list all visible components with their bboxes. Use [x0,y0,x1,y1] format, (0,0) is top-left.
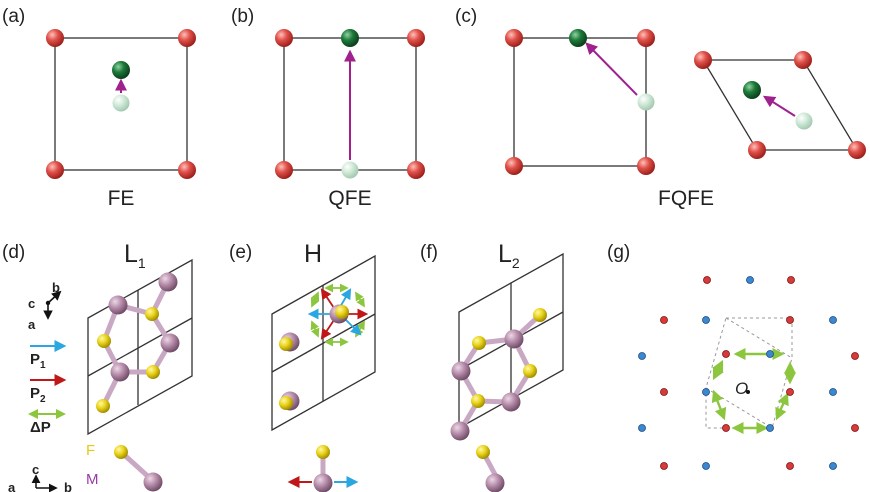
lattice-outline [271,254,376,432]
panel-a-label: (a) [2,6,25,27]
corner-atom [794,51,812,69]
polarization-arrow [762,95,796,117]
corner-atom [407,161,425,179]
axis-c-label: c [28,296,35,311]
origin-dot [746,390,750,394]
corner-atom [407,29,425,47]
original-ion [341,161,359,179]
f-atom [279,337,293,351]
m-atom-side [143,472,163,492]
m-atom [501,392,521,412]
f-atom [96,399,110,413]
f-atom-side [476,445,490,459]
displaced-ion [743,81,761,99]
original-ion [637,93,655,111]
panel-e: (e) H [229,240,376,492]
corner-atom [46,161,64,179]
panel-c-label: (c) [455,6,477,27]
corner-atom [275,29,293,47]
dp-hexagon [711,348,796,434]
displaced-ion [112,61,130,79]
panel-d: L1 [87,240,193,492]
atom-m-label: M [86,471,99,488]
axis-b-arrow [47,290,62,304]
dp-ring [310,283,365,347]
corner-atom [848,141,866,159]
corner-atom [637,157,655,175]
panel-a: (a) FE [2,6,196,210]
panel-e-title: H [304,240,322,268]
blue-sites [638,276,837,470]
lattice-line [87,317,193,377]
f-atom [335,305,349,319]
original-ion [112,94,130,112]
lattice-outline [87,258,193,436]
displaced-ion [341,29,359,47]
panel-a-caption: FE [108,187,135,210]
m-atom-side [485,473,505,492]
f-atom [533,308,547,322]
unit-cell-square [54,37,188,171]
f-atom [523,364,537,378]
corner-atom [505,157,523,175]
panel-c-caption: FQFE [658,187,714,210]
axis2-a-label: a [8,480,16,492]
corner-atom [505,29,523,47]
panel-d-label: (d) [2,242,25,263]
m-atom [158,272,178,292]
m-atom [110,362,130,382]
f-atom [146,365,160,379]
panel-f-title: L2 [498,240,520,271]
red-sites [660,276,859,470]
displaced-ion [569,29,587,47]
corner-atom [748,141,766,159]
m-atom-side [313,473,333,492]
dp-label: ΔP [30,419,51,436]
f-atom-side [114,445,128,459]
lattice-outline [458,252,564,430]
m-atom [451,361,471,381]
panel-g-label: (g) [607,242,630,263]
panel-g: (g) [607,242,859,470]
dashed-line [725,317,793,359]
f-atom [145,307,159,321]
unit-cell-square [513,37,647,167]
corner-atom [637,29,655,47]
f-atom [472,336,486,350]
panel-b: (b) QFE [231,6,425,210]
corner-atom [694,51,712,69]
m-atom [160,333,180,353]
f-atom-side [316,445,330,459]
axis2-c-label: c [32,462,39,477]
f-atom [471,394,485,408]
f-atom [97,334,111,348]
axis-b-label: b [52,280,60,295]
m-atom [450,421,470,441]
m-atom [504,329,524,349]
panel-b-label: (b) [231,6,254,27]
panel-d-title: L1 [124,240,146,271]
p2-label: P2 [30,385,46,405]
corner-atom [46,29,64,47]
legend: (d) c b a P1 P2 ΔP F M c a b [2,242,99,492]
corner-atom [178,161,196,179]
m-atom [108,295,128,315]
panel-e-label: (e) [229,242,252,263]
p1-label: P1 [30,351,46,371]
panel-b-caption: QFE [328,187,371,210]
original-ion [795,112,813,130]
atom-f-label: F [86,442,95,459]
polarization-arrow [585,42,638,96]
corner-atom [275,161,293,179]
corner-atom [178,29,196,47]
origin-label: O [735,379,748,398]
axis2-b-label: b [64,480,72,492]
f-atom [279,396,293,410]
unit-cell-rhombus [701,59,859,151]
panel-f: (f) L2 [420,240,564,492]
axis-a-label: a [28,317,36,332]
panel-f-label: (f) [420,242,438,263]
panel-c: (c) FQFE [455,6,866,210]
